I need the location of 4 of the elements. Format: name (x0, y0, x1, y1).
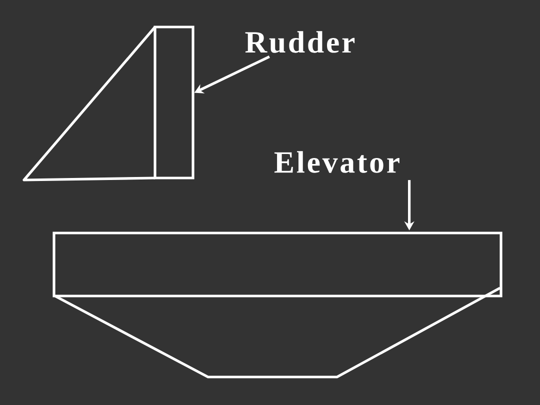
elevator-box (52, 232, 502, 298)
label: Elevator (274, 151, 400, 173)
label: Rudder (245, 31, 355, 53)
rudder-box (154, 26, 194, 180)
